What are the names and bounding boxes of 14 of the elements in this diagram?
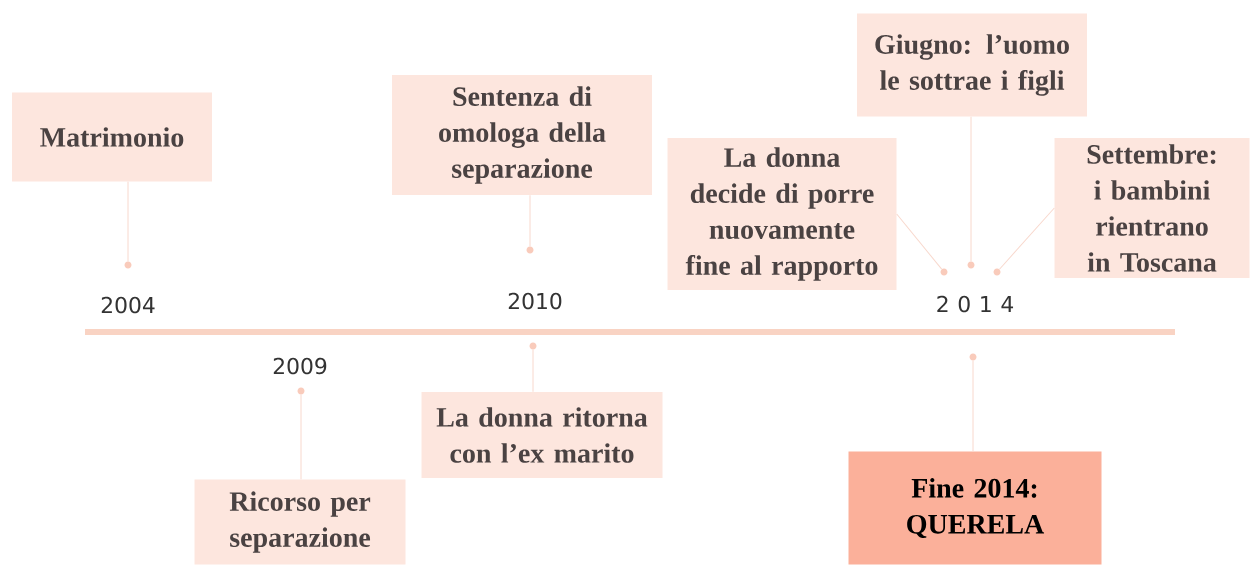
leader-line	[999, 207, 1055, 270]
year-label: 2010	[508, 292, 562, 310]
event-box: Sentenza di omologa della separazione	[392, 75, 652, 195]
event-box: La donna decide di porre nuovamente fine al rapporto	[667, 138, 897, 290]
leader-line	[896, 213, 943, 270]
year-label: 2 0 1 4	[937, 295, 1014, 313]
event-box: Ricorso per separazione	[194, 479, 406, 565]
event-box: Giugno: l’uomo le sottrae i figli	[857, 13, 1087, 117]
year-label: 2004	[101, 296, 155, 314]
event-box: Matrimonio	[12, 92, 212, 182]
event-box: Settembre: i bambini rientrano in Toscana	[1054, 138, 1250, 278]
event-box: Fine 2014: QUERELA	[848, 451, 1102, 565]
year-label: 2009	[273, 357, 327, 375]
event-box: La donna ritorna con l’ex marito	[421, 392, 663, 478]
